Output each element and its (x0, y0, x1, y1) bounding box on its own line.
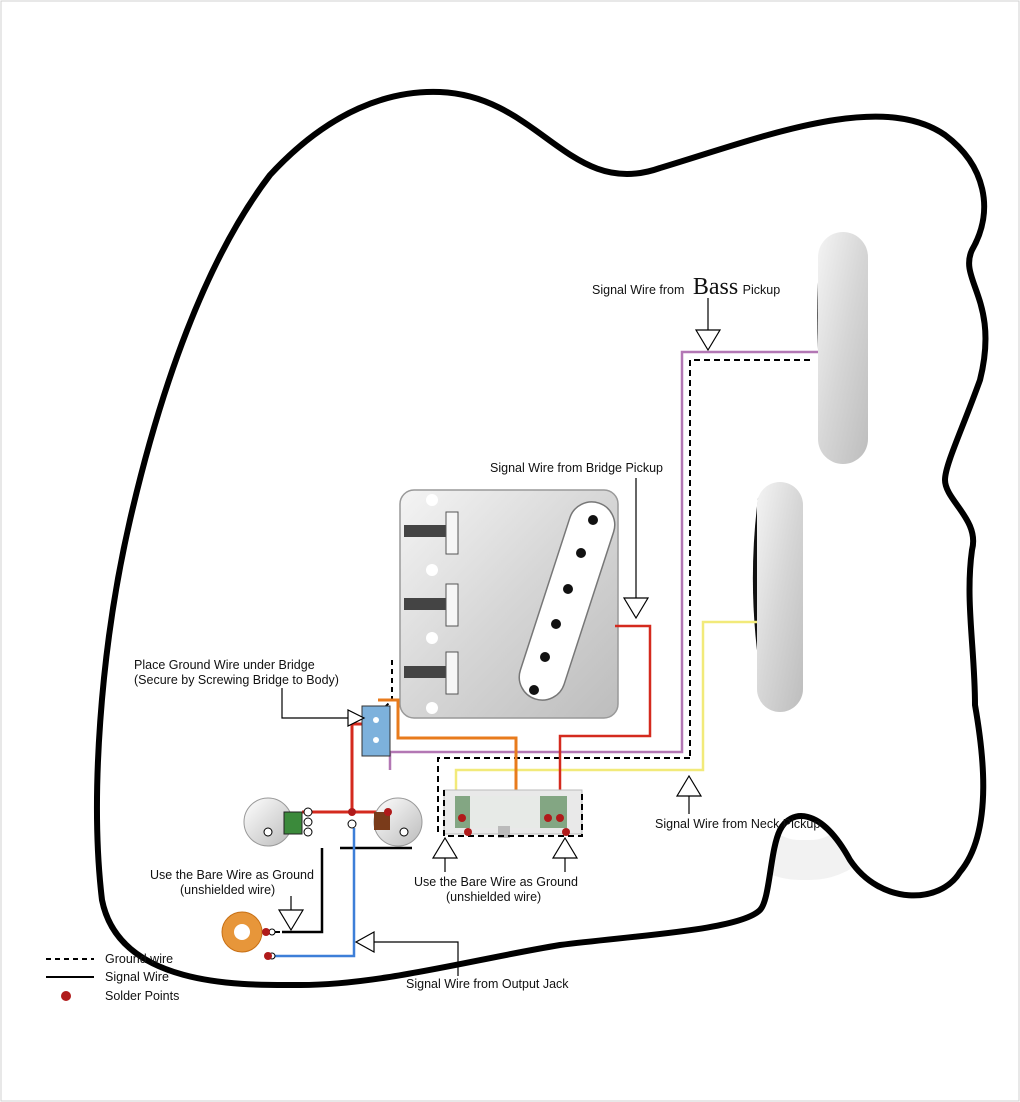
arrow-bass-pickup (694, 298, 722, 352)
solder-points (262, 808, 570, 960)
legend-solder-label: Solder Points (105, 989, 179, 1003)
label-bare-wire-center: Use the Bare Wire as Ground (414, 875, 578, 889)
wire-bass-pickup (388, 350, 818, 770)
label-bridge-pickup: Signal Wire from Bridge Pickup (490, 461, 663, 475)
bridge-plate (399, 489, 619, 719)
arrow-ground-under-bridge (281, 688, 366, 727)
volume-pot (243, 797, 313, 847)
legend-signal-label: Signal Wire (105, 970, 169, 984)
wire-bridge-pickup (558, 624, 652, 815)
arrow-bare-wire-center-right (551, 836, 579, 872)
ground-terminal (361, 705, 391, 757)
label-bass-suffix: Pickup (743, 283, 781, 297)
legend-ground-label: Ground wire (105, 952, 173, 966)
label-ground-under-bridge: Place Ground Wire under Bridge (134, 658, 315, 672)
bridge-pickup (518, 501, 616, 701)
label-ground-under-bridge-note: (Secure by Screwing Bridge to Body) (134, 673, 339, 687)
legend: Ground wire Signal Wire Solder Points (46, 952, 179, 1003)
arrow-output-jack (354, 930, 459, 976)
label-bass-pickup: Signal Wire from Bass Pickup (592, 274, 780, 300)
bridge-saddle (404, 511, 459, 695)
label-bare-wire-left-note: (unshielded wire) (180, 883, 275, 897)
wire-neck-pickup (437, 620, 757, 835)
neck-pickup (752, 482, 803, 712)
output-jack (221, 911, 276, 960)
label-bare-wire-left: Use the Bare Wire as Ground (150, 868, 314, 882)
arrow-neck-pickup (675, 774, 703, 814)
pickup-selector-switch (443, 789, 583, 838)
label-bass-prefix: Signal Wire from (592, 283, 684, 297)
bass-pickup (817, 232, 868, 464)
arrow-bare-wire-center-left (431, 836, 459, 872)
label-output-jack: Signal Wire from Output Jack (406, 977, 569, 991)
label-neck-pickup: Signal Wire from Neck Pickup (655, 817, 820, 831)
arrow-bare-wire-left (277, 896, 305, 932)
label-bare-wire-center-note: (unshielded wire) (446, 890, 541, 904)
legend-solder-swatch (61, 991, 71, 1001)
label-bass-word: Bass (693, 274, 738, 300)
arrow-bridge-pickup (622, 478, 650, 620)
